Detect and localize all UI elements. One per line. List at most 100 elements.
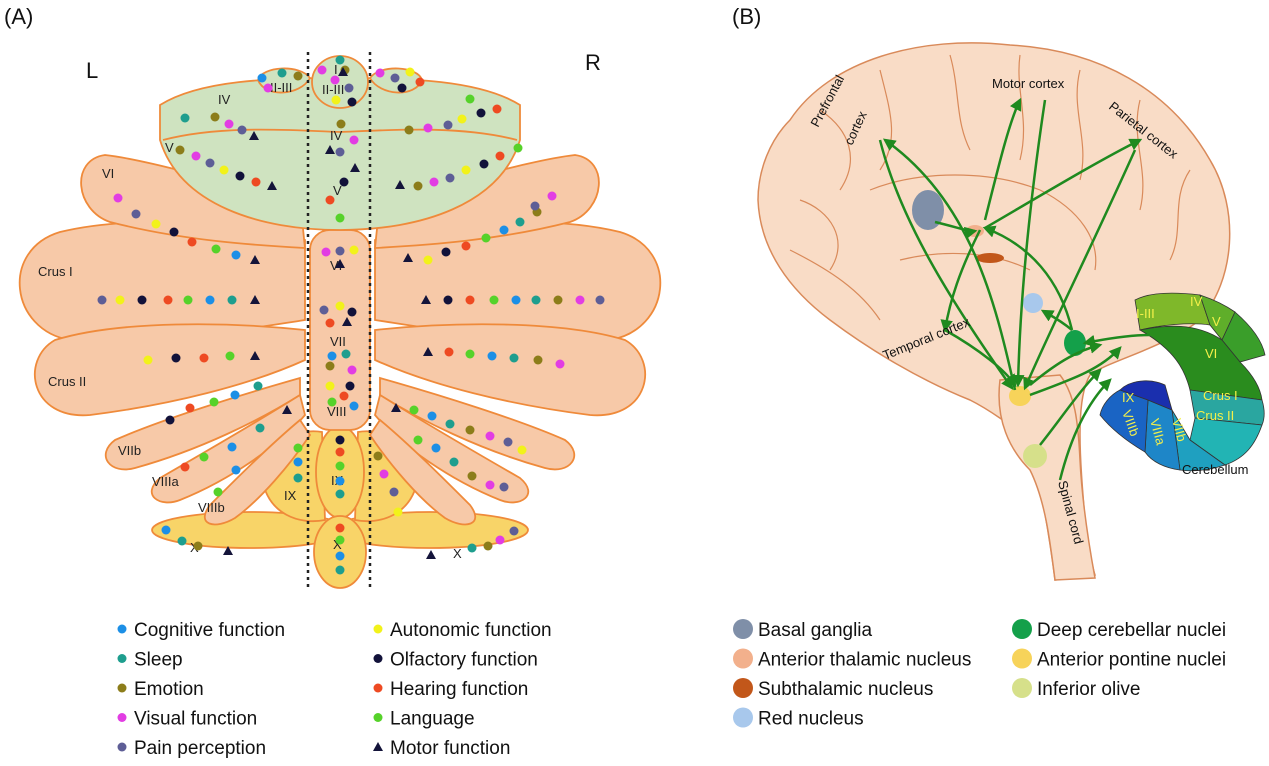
- arrow-cerebellum-dcn: [1082, 333, 1151, 348]
- function-marker: [487, 351, 497, 361]
- function-marker: [461, 241, 471, 251]
- function-marker: [327, 397, 337, 407]
- label-cerebellum: Cerebellum: [1182, 462, 1248, 477]
- function-marker: [336, 119, 346, 129]
- function-marker: [445, 419, 455, 429]
- function-marker: [499, 482, 509, 492]
- function-marker: [251, 177, 261, 187]
- function-marker: [443, 120, 453, 130]
- function-marker: [489, 295, 499, 305]
- inferior-olive-shape: [1023, 444, 1047, 468]
- basal-ganglia-shape: [912, 190, 944, 230]
- anterior-pontine-nuclei-shape: [1009, 386, 1031, 406]
- panel-b: (B): [732, 4, 1266, 581]
- legend-label: Sleep: [134, 650, 183, 671]
- label-v-left: V: [165, 140, 174, 155]
- legend-label: Deep cerebellar nuclei: [1037, 620, 1226, 641]
- label-i: I: [334, 62, 338, 77]
- function-marker: [113, 193, 123, 203]
- deep-cerebellar-nuclei-shape: [1064, 330, 1086, 356]
- label-v-mid: V: [333, 183, 342, 198]
- function-marker: [389, 487, 399, 497]
- label-viiia: VIIIa: [152, 474, 180, 489]
- label-motor-cortex: Motor cortex: [992, 76, 1065, 91]
- legend-marker-cognitive-function: [117, 624, 127, 634]
- function-marker: [235, 171, 245, 181]
- cb-label-crus-ii: Crus II: [1196, 408, 1234, 423]
- function-marker: [335, 259, 345, 268]
- cb-label-iv: IV: [1190, 294, 1203, 309]
- function-marker: [211, 244, 221, 254]
- function-marker: [330, 75, 340, 85]
- function-marker: [426, 550, 436, 559]
- panel-a-label: (A): [4, 4, 33, 29]
- cb-label-v: V: [1212, 314, 1221, 329]
- function-marker: [427, 411, 437, 421]
- pathway-arrows: [878, 97, 1151, 481]
- function-marker: [177, 536, 187, 546]
- function-marker: [375, 68, 385, 78]
- function-marker: [193, 541, 203, 551]
- legend-label: Inferior olive: [1037, 679, 1141, 700]
- cb-lobule-v: [1221, 311, 1266, 363]
- function-marker: [319, 305, 329, 315]
- function-marker: [250, 295, 260, 304]
- function-marker: [213, 487, 223, 497]
- arrow-pons-cerebellum: [1029, 346, 1122, 397]
- function-marker: [293, 71, 303, 81]
- function-marker: [467, 543, 477, 553]
- function-marker: [465, 349, 475, 359]
- legend-label: Autonomic function: [390, 620, 552, 641]
- function-marker: [338, 67, 348, 76]
- function-marker: [335, 461, 345, 471]
- function-marker: [230, 390, 240, 400]
- function-marker: [325, 195, 335, 205]
- function-marker: [210, 112, 220, 122]
- function-marker: [531, 295, 541, 305]
- function-marker: [495, 535, 505, 545]
- function-marker: [339, 391, 349, 401]
- function-marker: [255, 423, 265, 433]
- label-ii-iii-mid: II-III: [322, 82, 344, 97]
- function-marker: [249, 131, 259, 140]
- label-viii-mid: VIII: [327, 404, 347, 419]
- function-marker: [509, 526, 519, 536]
- function-marker: [465, 295, 475, 305]
- function-marker: [515, 217, 525, 227]
- legend-marker-emotion: [117, 683, 127, 693]
- function-marker: [205, 158, 215, 168]
- cb-lobule-vi: [1138, 325, 1263, 401]
- function-marker: [344, 83, 354, 93]
- function-marker: [335, 447, 345, 457]
- legend-marker-language: [373, 713, 383, 722]
- function-marker: [282, 405, 292, 414]
- function-marker: [533, 355, 543, 365]
- function-marker: [335, 246, 345, 256]
- function-marker: [429, 177, 439, 187]
- function-marker: [465, 425, 475, 435]
- legend-marker-sleep: [117, 654, 127, 663]
- function-marker: [349, 135, 359, 145]
- function-marker: [335, 476, 345, 486]
- function-marker: [331, 95, 341, 105]
- function-marker: [479, 159, 489, 169]
- function-marker: [415, 77, 425, 87]
- legend-label: Red nucleus: [758, 709, 864, 730]
- cb-label-crus-i: Crus I: [1203, 388, 1238, 403]
- function-marker: [227, 295, 237, 305]
- function-marker: [171, 353, 181, 363]
- label-viiib: VIIIb: [198, 500, 225, 515]
- legend-marker-motor-function: [373, 742, 383, 751]
- label-iv-left: IV: [218, 92, 231, 107]
- label-x-right: X: [453, 546, 462, 561]
- label-viib: VIIb: [118, 443, 141, 458]
- function-marker: [335, 147, 345, 157]
- label-ii-iii-left: II-III: [270, 80, 292, 95]
- function-marker: [511, 295, 521, 305]
- function-marker: [267, 181, 277, 190]
- function-marker: [293, 457, 303, 467]
- function-marker: [321, 247, 331, 257]
- function-marker: [495, 151, 505, 161]
- function-marker: [395, 180, 405, 189]
- function-marker: [335, 535, 345, 545]
